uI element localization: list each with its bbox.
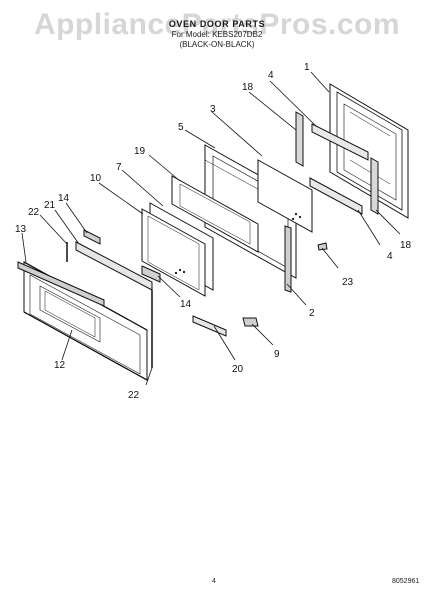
- part-clip: [242, 317, 259, 327]
- part-bracket-upper: [83, 229, 101, 245]
- part-outer-door: [23, 261, 148, 381]
- callout-1: 1: [304, 62, 310, 73]
- callout-2: 2: [309, 308, 315, 319]
- part-inner-door-panel: [329, 83, 409, 219]
- part-strip-bottom: [309, 177, 363, 215]
- callout-10: 10: [90, 173, 102, 184]
- part-trim-strip: [75, 241, 153, 291]
- callout-20: 20: [232, 364, 244, 375]
- callout-7: 7: [116, 162, 122, 173]
- part-strip-top: [311, 123, 369, 161]
- part-glass-panel: [257, 159, 313, 233]
- part-bracket-lower: [141, 265, 161, 283]
- part-vertical-bar: [284, 225, 292, 293]
- callout-23: 23: [342, 277, 354, 288]
- part-side-gasket-left: [295, 111, 304, 167]
- part-side-gasket-right: [370, 157, 379, 215]
- part-insulation-panel: [171, 175, 259, 253]
- part-door-handle: [17, 261, 105, 307]
- diagram-title: OVEN DOOR PARTS: [168, 19, 266, 29]
- callout-19: 19: [134, 146, 146, 157]
- callout-22-right: 22: [128, 390, 140, 401]
- part-vent: [192, 315, 227, 337]
- callout-14-upper: 14: [58, 193, 70, 204]
- page-number: 4: [212, 578, 216, 585]
- callout-12: 12: [54, 360, 66, 371]
- callout-3: 3: [210, 104, 216, 115]
- callout-13: 13: [15, 224, 27, 235]
- callout-14-lower: 14: [180, 299, 192, 310]
- part-screw: [317, 242, 328, 251]
- callout-18-right: 18: [400, 240, 412, 251]
- callout-22-left: 22: [28, 207, 40, 218]
- document-number: 8052961: [392, 578, 420, 585]
- leader-lines: [21, 71, 401, 386]
- color-line: (BLACK-ON-BLACK): [179, 40, 255, 49]
- callout-4-bottom: 4: [387, 251, 393, 262]
- callout-5: 5: [178, 122, 184, 133]
- callout-4-top: 4: [268, 70, 274, 81]
- callout-18-top: 18: [242, 82, 254, 93]
- model-line: For Model: KEBS207DB2: [171, 30, 263, 39]
- callout-21: 21: [44, 200, 56, 211]
- callout-9: 9: [274, 349, 280, 360]
- part-window-glass-front: [141, 208, 206, 297]
